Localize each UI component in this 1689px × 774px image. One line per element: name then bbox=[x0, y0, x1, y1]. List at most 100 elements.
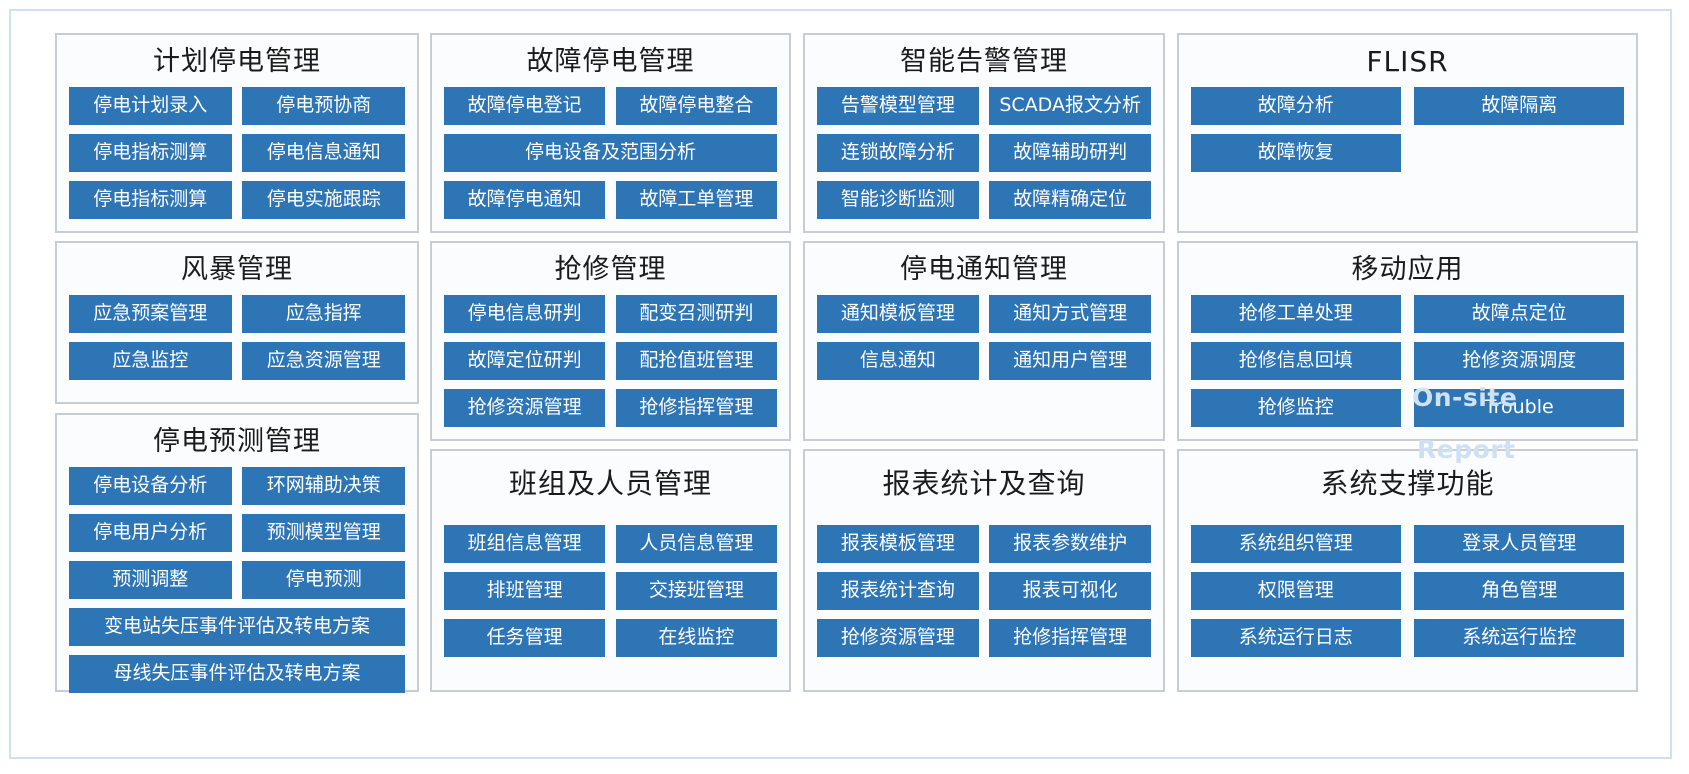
module-button[interactable]: 故障停电登记 bbox=[444, 87, 606, 125]
button-spacer bbox=[1414, 134, 1624, 172]
module-button[interactable]: 抢修指挥管理 bbox=[615, 389, 777, 427]
module-button[interactable]: 人员信息管理 bbox=[615, 525, 777, 563]
module-button[interactable]: 预测模型管理 bbox=[242, 514, 405, 552]
panel-title: 智能告警管理 bbox=[900, 46, 1068, 77]
module-button[interactable]: 通知模板管理 bbox=[817, 295, 979, 333]
module-button[interactable]: SCADA报文分析 bbox=[989, 87, 1151, 125]
panel-title: 停电预测管理 bbox=[153, 426, 321, 457]
module-button[interactable]: 母线失压事件评估及转电方案 bbox=[69, 655, 405, 693]
function-module-board: 计划停电管理 停电计划录入 停电预协商 停电指标测算 停电信息通知 停电指标测算… bbox=[55, 33, 1638, 743]
panel-title: 计划停电管理 bbox=[153, 46, 321, 77]
module-button[interactable]: 停电实施跟踪 bbox=[242, 181, 405, 219]
module-button[interactable]: 班组信息管理 bbox=[444, 525, 606, 563]
module-button[interactable]: 故障隔离 bbox=[1414, 87, 1624, 125]
button-grid: 告警模型管理 SCADA报文分析 连锁故障分析 故障辅助研判 智能诊断监测 故障… bbox=[805, 87, 1163, 219]
module-button[interactable]: 配抢值班管理 bbox=[615, 342, 777, 380]
module-button[interactable]: 预测调整 bbox=[69, 561, 232, 599]
module-button[interactable]: 权限管理 bbox=[1191, 572, 1401, 610]
panel-report-statistics-and-query[interactable]: 报表统计及查询 报表模板管理 报表参数维护 报表统计查询 报表可视化 抢修资源管… bbox=[803, 449, 1165, 692]
module-button[interactable]: 连锁故障分析 bbox=[817, 134, 979, 172]
button-grid: 抢修工单处理 故障点定位 抢修信息回填 抢修资源调度 抢修监控 Trouble bbox=[1179, 295, 1636, 427]
module-button[interactable]: 停电预测 bbox=[242, 561, 405, 599]
module-button[interactable]: 停电预协商 bbox=[242, 87, 405, 125]
module-button[interactable]: 故障点定位 bbox=[1414, 295, 1624, 333]
panel-mobile-application[interactable]: 移动应用 抢修工单处理 故障点定位 抢修信息回填 抢修资源调度 抢修监控 Tro… bbox=[1177, 241, 1638, 441]
module-button[interactable]: 抢修信息回填 bbox=[1191, 342, 1401, 380]
module-button[interactable]: 在线监控 bbox=[615, 619, 777, 657]
module-button[interactable]: 智能诊断监测 bbox=[817, 181, 979, 219]
module-button[interactable]: 报表可视化 bbox=[989, 572, 1151, 610]
module-button[interactable]: 停电设备及范围分析 bbox=[444, 134, 777, 172]
module-button[interactable]: 任务管理 bbox=[444, 619, 606, 657]
module-button[interactable]: 报表参数维护 bbox=[989, 525, 1151, 563]
module-button[interactable]: 故障定位研判 bbox=[444, 342, 606, 380]
module-button[interactable]: 停电指标测算 bbox=[69, 134, 232, 172]
module-button[interactable]: 故障辅助研判 bbox=[989, 134, 1151, 172]
panel-title: 抢修管理 bbox=[554, 254, 667, 285]
button-grid: 停电计划录入 停电预协商 停电指标测算 停电信息通知 停电指标测算 停电实施跟踪 bbox=[57, 87, 417, 219]
module-button[interactable]: 信息通知 bbox=[817, 342, 979, 380]
module-button[interactable]: 抢修监控 bbox=[1191, 389, 1401, 427]
panel-title: 系统支撑功能 bbox=[1320, 467, 1495, 500]
button-grid: 通知模板管理 通知方式管理 信息通知 通知用户管理 bbox=[805, 295, 1163, 380]
module-button[interactable]: 角色管理 bbox=[1414, 572, 1624, 610]
module-button[interactable]: 通知方式管理 bbox=[989, 295, 1151, 333]
module-button[interactable]: 应急监控 bbox=[69, 342, 232, 380]
module-button[interactable]: 应急指挥 bbox=[242, 295, 405, 333]
panel-fault-outage-management[interactable]: 故障停电管理 故障停电登记 故障停电整合 停电设备及范围分析 故障停电通知 故障… bbox=[430, 33, 791, 233]
module-button[interactable]: 抢修资源调度 bbox=[1414, 342, 1624, 380]
module-button[interactable]: 停电设备分析 bbox=[69, 467, 232, 505]
panel-team-and-personnel-management[interactable]: 班组及人员管理 班组信息管理 人员信息管理 排班管理 交接班管理 任务管理 在线… bbox=[430, 449, 791, 692]
module-button[interactable]: 交接班管理 bbox=[615, 572, 777, 610]
module-button[interactable]: 抢修资源管理 bbox=[444, 389, 606, 427]
module-button[interactable]: 停电计划录入 bbox=[69, 87, 232, 125]
module-button[interactable]: 故障工单管理 bbox=[615, 181, 777, 219]
panel-title: 班组及人员管理 bbox=[508, 467, 712, 500]
panel-storm-management[interactable]: 风暴管理 应急预案管理 应急指挥 应急监控 应急资源管理 bbox=[55, 241, 419, 404]
module-button[interactable]: 停电指标测算 bbox=[69, 181, 232, 219]
module-button[interactable]: 抢修资源管理 bbox=[817, 619, 979, 657]
module-button[interactable]: 抢修工单处理 bbox=[1191, 295, 1401, 333]
module-button[interactable]: 应急资源管理 bbox=[242, 342, 405, 380]
button-grid: 系统组织管理 登录人员管理 权限管理 角色管理 系统运行日志 系统运行监控 bbox=[1179, 525, 1636, 657]
module-button[interactable]: 故障分析 bbox=[1191, 87, 1401, 125]
panel-outage-notification-management[interactable]: 停电通知管理 通知模板管理 通知方式管理 信息通知 通知用户管理 bbox=[803, 241, 1165, 441]
button-grid: 故障分析 故障隔离 故障恢复 bbox=[1179, 87, 1636, 172]
panel-title: 报表统计及查询 bbox=[882, 467, 1086, 500]
module-button[interactable]: 排班管理 bbox=[444, 572, 606, 610]
module-button[interactable]: 报表统计查询 bbox=[817, 572, 979, 610]
module-button[interactable]: 配变召测研判 bbox=[615, 295, 777, 333]
module-button[interactable]: 变电站失压事件评估及转电方案 bbox=[69, 608, 405, 646]
module-button[interactable]: 告警模型管理 bbox=[817, 87, 979, 125]
page-frame: 计划停电管理 停电计划录入 停电预协商 停电指标测算 停电信息通知 停电指标测算… bbox=[9, 9, 1672, 759]
panel-intelligent-alarm-management[interactable]: 智能告警管理 告警模型管理 SCADA报文分析 连锁故障分析 故障辅助研判 智能… bbox=[803, 33, 1165, 233]
panel-title: 移动应用 bbox=[1351, 254, 1464, 285]
module-button[interactable]: 应急预案管理 bbox=[69, 295, 232, 333]
panel-outage-prediction-management[interactable]: 停电预测管理 停电设备分析 环网辅助决策 停电用户分析 预测模型管理 预测调整 … bbox=[55, 413, 419, 693]
module-button[interactable]: 系统运行日志 bbox=[1191, 619, 1401, 657]
module-button[interactable]: 系统组织管理 bbox=[1191, 525, 1401, 563]
panel-title: 停电通知管理 bbox=[900, 254, 1068, 285]
module-button[interactable]: 故障停电通知 bbox=[444, 181, 606, 219]
module-button[interactable]: 通知用户管理 bbox=[989, 342, 1151, 380]
module-button[interactable]: 停电信息研判 bbox=[444, 295, 606, 333]
module-button[interactable]: 抢修指挥管理 bbox=[989, 619, 1151, 657]
button-grid: 应急预案管理 应急指挥 应急监控 应急资源管理 bbox=[57, 295, 417, 380]
module-button[interactable]: 故障精确定位 bbox=[989, 181, 1151, 219]
button-grid: 停电设备分析 环网辅助决策 停电用户分析 预测模型管理 预测调整 停电预测 变电… bbox=[57, 467, 417, 693]
panel-emergency-repair-management[interactable]: 抢修管理 停电信息研判 配变召测研判 故障定位研判 配抢值班管理 抢修资源管理 … bbox=[430, 241, 791, 441]
module-button[interactable]: Trouble bbox=[1414, 389, 1624, 427]
module-button[interactable]: 系统运行监控 bbox=[1414, 619, 1624, 657]
module-button[interactable]: 报表模板管理 bbox=[817, 525, 979, 563]
button-grid: 停电信息研判 配变召测研判 故障定位研判 配抢值班管理 抢修资源管理 抢修指挥管… bbox=[432, 295, 789, 427]
module-button[interactable]: 环网辅助决策 bbox=[242, 467, 405, 505]
panel-planned-outage-management[interactable]: 计划停电管理 停电计划录入 停电预协商 停电指标测算 停电信息通知 停电指标测算… bbox=[55, 33, 419, 233]
panel-system-support-functions[interactable]: 系统支撑功能 系统组织管理 登录人员管理 权限管理 角色管理 系统运行日志 系统… bbox=[1177, 449, 1638, 692]
module-button[interactable]: 故障停电整合 bbox=[615, 87, 777, 125]
module-button[interactable]: 停电用户分析 bbox=[69, 514, 232, 552]
button-grid: 报表模板管理 报表参数维护 报表统计查询 报表可视化 抢修资源管理 抢修指挥管理 bbox=[805, 525, 1163, 657]
module-button[interactable]: 登录人员管理 bbox=[1414, 525, 1624, 563]
module-button[interactable]: 故障恢复 bbox=[1191, 134, 1401, 172]
module-button[interactable]: 停电信息通知 bbox=[242, 134, 405, 172]
panel-flisr[interactable]: FLISR 故障分析 故障隔离 故障恢复 bbox=[1177, 33, 1638, 233]
